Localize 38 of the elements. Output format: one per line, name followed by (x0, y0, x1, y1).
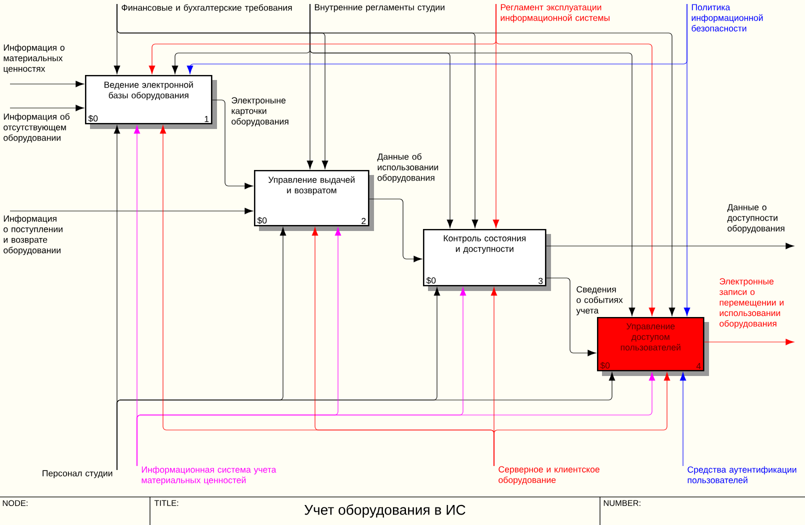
diagram-title: Учет оборудования в ИС (304, 504, 466, 518)
arrow (116, 4, 676, 316)
field-label: TITLE: (154, 500, 178, 506)
arrow (10, 80, 84, 88)
arrow (10, 208, 254, 214)
arrow (496, 4, 656, 316)
process-box: Ведение электронной базы оборудования $0 1 (85, 75, 217, 129)
field-label: NODE: (2, 500, 28, 506)
arrow (704, 338, 794, 346)
arrow (369, 198, 422, 262)
edge-label: Информация о материальных ценностях (4, 44, 64, 74)
process-box: Управление выдачей и возвратом $0 2 (254, 170, 374, 231)
arrow-label: Средства аутентификации пользователей (688, 466, 796, 484)
process-box: Управление доступом пользователей $0 4 (597, 317, 709, 376)
arrow (680, 372, 686, 466)
arrow-label: Регламент эксплуатации информационной системы (500, 4, 610, 23)
edge-label: Информация о поступлении и возврате оборудовании (4, 215, 62, 256)
arrow-label: Финансовые и бухгалтерские требования (122, 4, 292, 12)
edge-label: Данные о доступности оборудования (727, 204, 784, 234)
arrow (186, 4, 688, 74)
edge-label: Электронные записи о перемещении и использовании оборудования (719, 278, 784, 328)
arrow (310, 4, 636, 316)
field-label: NUMBER: (604, 500, 640, 506)
arrow-label: Информационная система учета материальных ценностей (142, 466, 276, 485)
arrow-label: Серверное и клиентское оборудование (498, 466, 600, 485)
process-box: Контроль состояния и доступности $0 3 (423, 229, 551, 291)
arrow-label: Политика информационной безопасности (692, 4, 763, 32)
arrow-label: Персонал студии (42, 470, 112, 478)
edge-label: Данные об использовании оборудования (377, 153, 438, 183)
arrow (546, 242, 794, 250)
arrow-label: Внутренние регламенты студии (314, 4, 444, 12)
edge-label: Информация об отсутствующем оборудовании (4, 113, 70, 143)
edge-label: Сведения о событиях учета (576, 286, 623, 316)
arrow (10, 104, 84, 112)
arrow (546, 278, 596, 356)
arrow (212, 100, 254, 190)
arrow (494, 372, 670, 466)
edge-label: Электроныне карточки оборудования (232, 97, 288, 126)
